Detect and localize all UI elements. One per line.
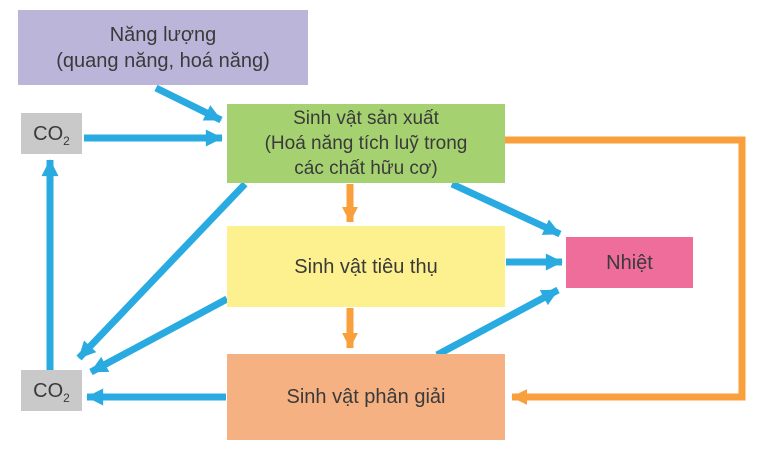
arrow-decomposer-to-heat [435, 286, 560, 359]
arrow-producer-to-co2bottom [76, 181, 248, 361]
node-heat-label: Nhiệt [606, 251, 653, 274]
node-producer-label-line1: Sinh vật sản xuất [293, 108, 439, 129]
node-producer-label-line2: (Hoá năng tích luỹ trong [264, 133, 468, 154]
node-energy-label-line2: (quang năng, hoá năng) [56, 49, 270, 72]
node-heat: Nhiệt [566, 237, 693, 288]
node-producer: Sinh vật sản xuất (Hoá năng tích luỹ tro… [227, 104, 505, 183]
node-energy-label-line1: Năng lượng [109, 23, 217, 46]
co2-base: CO [33, 379, 64, 402]
arrow-producer-to-decomposer-loop [505, 136, 746, 405]
node-co2-top: CO2 [21, 113, 82, 154]
co2-subscript: 2 [63, 133, 70, 148]
node-co2-bottom: CO2 [21, 370, 82, 411]
co2-subscript: 2 [63, 390, 70, 405]
node-co2-bottom-label: CO2 [33, 378, 70, 404]
arrow-energy-to-producer [154, 84, 223, 124]
node-energy: Năng lượng (quang năng, hoá năng) [18, 10, 308, 85]
node-co2-top-label: CO2 [33, 121, 70, 147]
node-consumer-label: Sinh vật tiêu thụ [294, 255, 438, 278]
node-decomposer: Sinh vật phân giải [227, 354, 505, 440]
node-producer-label-line3: các chất hữu cơ) [294, 158, 438, 179]
co2-base: CO [33, 122, 64, 145]
node-consumer: Sinh vật tiêu thụ [227, 226, 505, 307]
node-decomposer-label: Sinh vật phân giải [286, 386, 446, 408]
arrow-producer-to-heat [450, 180, 562, 238]
arrow-consumer-to-co2bottom [89, 295, 229, 376]
